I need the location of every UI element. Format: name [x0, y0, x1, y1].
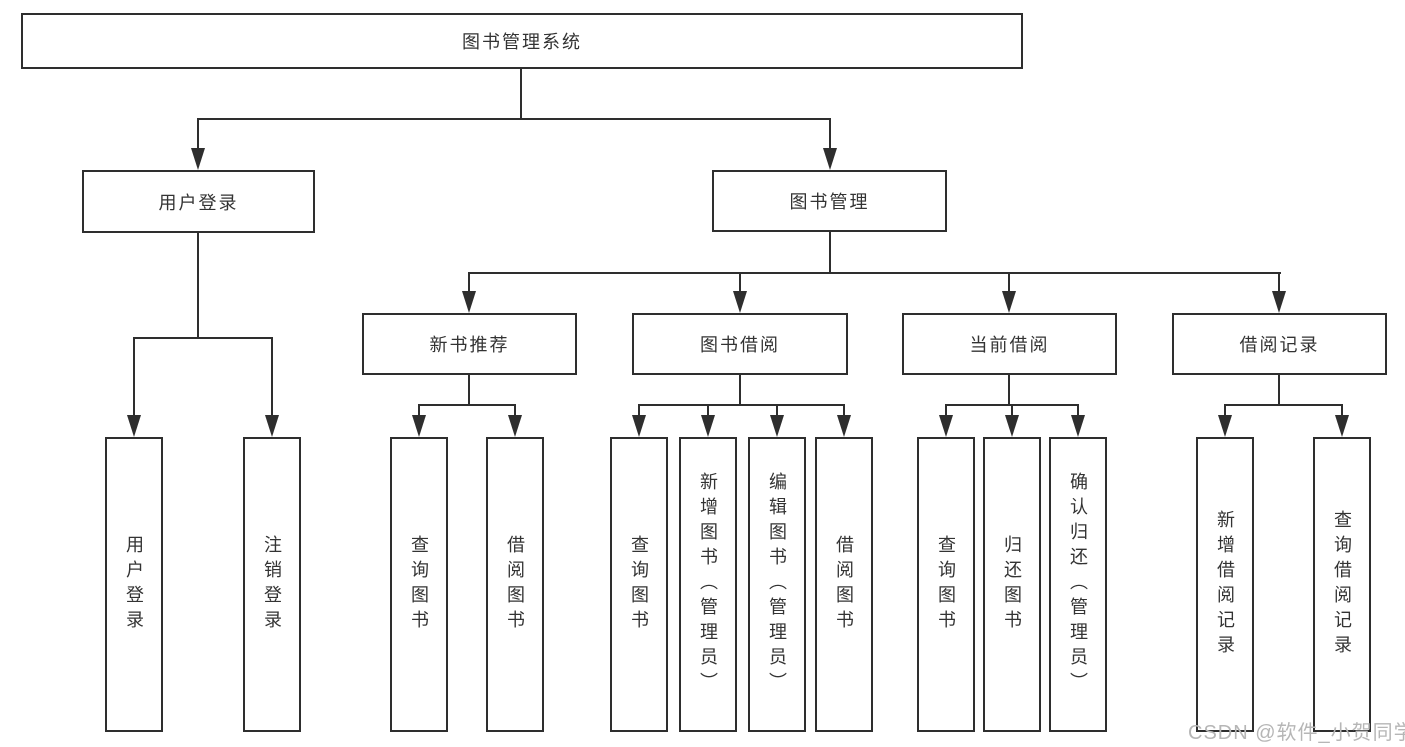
leaf-query-books-recommend: 查询图书: [390, 437, 448, 732]
connector-line: [133, 337, 135, 417]
arrow-down-icon: [1002, 291, 1016, 313]
leaf-logout-login: 注销登录: [243, 437, 301, 732]
leaf-edit-book-admin: 编辑图书（管理员）: [748, 437, 806, 732]
node-book-borrow-label: 图书借阅: [700, 335, 780, 355]
connector-line: [468, 272, 1281, 274]
connector-line: [1278, 272, 1280, 292]
node-root: 图书管理系统: [21, 13, 1023, 69]
connector-line: [468, 272, 470, 292]
connector-line: [638, 404, 845, 406]
arrow-down-icon: [823, 148, 837, 170]
connector-line: [133, 337, 273, 339]
connector-line: [1341, 404, 1343, 417]
connector-line: [418, 404, 420, 417]
leaf-logout-login-label: 注销登录: [262, 534, 282, 635]
connector-line: [197, 118, 831, 120]
connector-line: [829, 232, 831, 274]
connector-line: [271, 337, 273, 417]
arrow-down-icon: [1272, 291, 1286, 313]
leaf-query-books-current-label: 查询图书: [936, 534, 956, 635]
leaf-edit-book-admin-label: 编辑图书（管理员）: [767, 472, 787, 697]
node-book-borrow: 图书借阅: [632, 313, 848, 375]
connector-line: [1224, 404, 1226, 417]
leaf-query-books-borrow-label: 查询图书: [629, 534, 649, 635]
connector-line: [1077, 404, 1079, 417]
leaf-return-book-label: 归还图书: [1002, 534, 1022, 635]
leaf-add-borrow-record-label: 新增借阅记录: [1215, 509, 1235, 660]
arrow-down-icon: [701, 415, 715, 437]
node-book-management: 图书管理: [712, 170, 947, 232]
leaf-query-borrow-record-label: 查询借阅记录: [1332, 509, 1352, 660]
leaf-borrow-books-borrow-label: 借阅图书: [834, 534, 854, 635]
connector-line: [418, 404, 516, 406]
leaf-add-borrow-record: 新增借阅记录: [1196, 437, 1254, 732]
arrow-down-icon: [508, 415, 522, 437]
arrow-down-icon: [632, 415, 646, 437]
connector-line: [197, 233, 199, 339]
leaf-query-borrow-record: 查询借阅记录: [1313, 437, 1371, 732]
connector-line: [197, 118, 199, 149]
connector-line: [739, 272, 741, 292]
leaf-confirm-return-admin: 确认归还（管理员）: [1049, 437, 1107, 732]
leaf-add-book-admin: 新增图书（管理员）: [679, 437, 737, 732]
connector-line: [739, 375, 741, 406]
leaf-query-books-borrow: 查询图书: [610, 437, 668, 732]
connector-line: [1008, 375, 1010, 406]
node-current-borrow: 当前借阅: [902, 313, 1117, 375]
arrow-down-icon: [837, 415, 851, 437]
node-borrow-records: 借阅记录: [1172, 313, 1387, 375]
arrow-down-icon: [1005, 415, 1019, 437]
arrow-down-icon: [1335, 415, 1349, 437]
connector-line: [1278, 375, 1280, 406]
leaf-query-books-recommend-label: 查询图书: [409, 534, 429, 635]
node-current-borrow-label: 当前借阅: [969, 335, 1050, 355]
connector-line: [638, 404, 640, 417]
connector-line: [1224, 404, 1343, 406]
arrow-down-icon: [412, 415, 426, 437]
leaf-borrow-books-recommend-label: 借阅图书: [505, 534, 525, 635]
node-root-label: 图书管理系统: [462, 32, 582, 52]
watermark-text: CSDN @软件_小贺同学: [1188, 722, 1405, 744]
connector-line: [945, 404, 947, 417]
leaf-return-book: 归还图书: [983, 437, 1041, 732]
connector-line: [514, 404, 516, 417]
connector-line: [829, 118, 831, 149]
leaf-add-book-admin-label: 新增图书（管理员）: [698, 472, 718, 697]
arrow-down-icon: [1071, 415, 1085, 437]
arrow-down-icon: [265, 415, 279, 437]
arrow-down-icon: [939, 415, 953, 437]
connector-line: [520, 69, 522, 118]
arrow-down-icon: [733, 291, 747, 313]
node-borrow-records-label: 借阅记录: [1239, 335, 1320, 355]
connector-line: [843, 404, 845, 417]
connector-line: [707, 404, 709, 417]
leaf-query-books-current: 查询图书: [917, 437, 975, 732]
arrow-down-icon: [770, 415, 784, 437]
leaf-user-login-label: 用户登录: [124, 534, 144, 635]
node-new-book-recommend: 新书推荐: [362, 313, 577, 375]
arrow-down-icon: [191, 148, 205, 170]
node-book-management-label: 图书管理: [789, 192, 870, 212]
connector-line: [1011, 404, 1013, 417]
connector-line: [1008, 272, 1010, 292]
connector-line: [468, 375, 470, 406]
leaf-borrow-books-borrow: 借阅图书: [815, 437, 873, 732]
arrow-down-icon: [127, 415, 141, 437]
arrow-down-icon: [1218, 415, 1232, 437]
node-new-book-recommend-label: 新书推荐: [429, 335, 510, 355]
node-user-login-label: 用户登录: [158, 192, 239, 213]
leaf-user-login: 用户登录: [105, 437, 163, 732]
leaf-confirm-return-admin-label: 确认归还（管理员）: [1068, 472, 1088, 697]
leaf-borrow-books-recommend: 借阅图书: [486, 437, 544, 732]
node-user-login: 用户登录: [82, 170, 315, 233]
arrow-down-icon: [462, 291, 476, 313]
connector-line: [776, 404, 778, 417]
